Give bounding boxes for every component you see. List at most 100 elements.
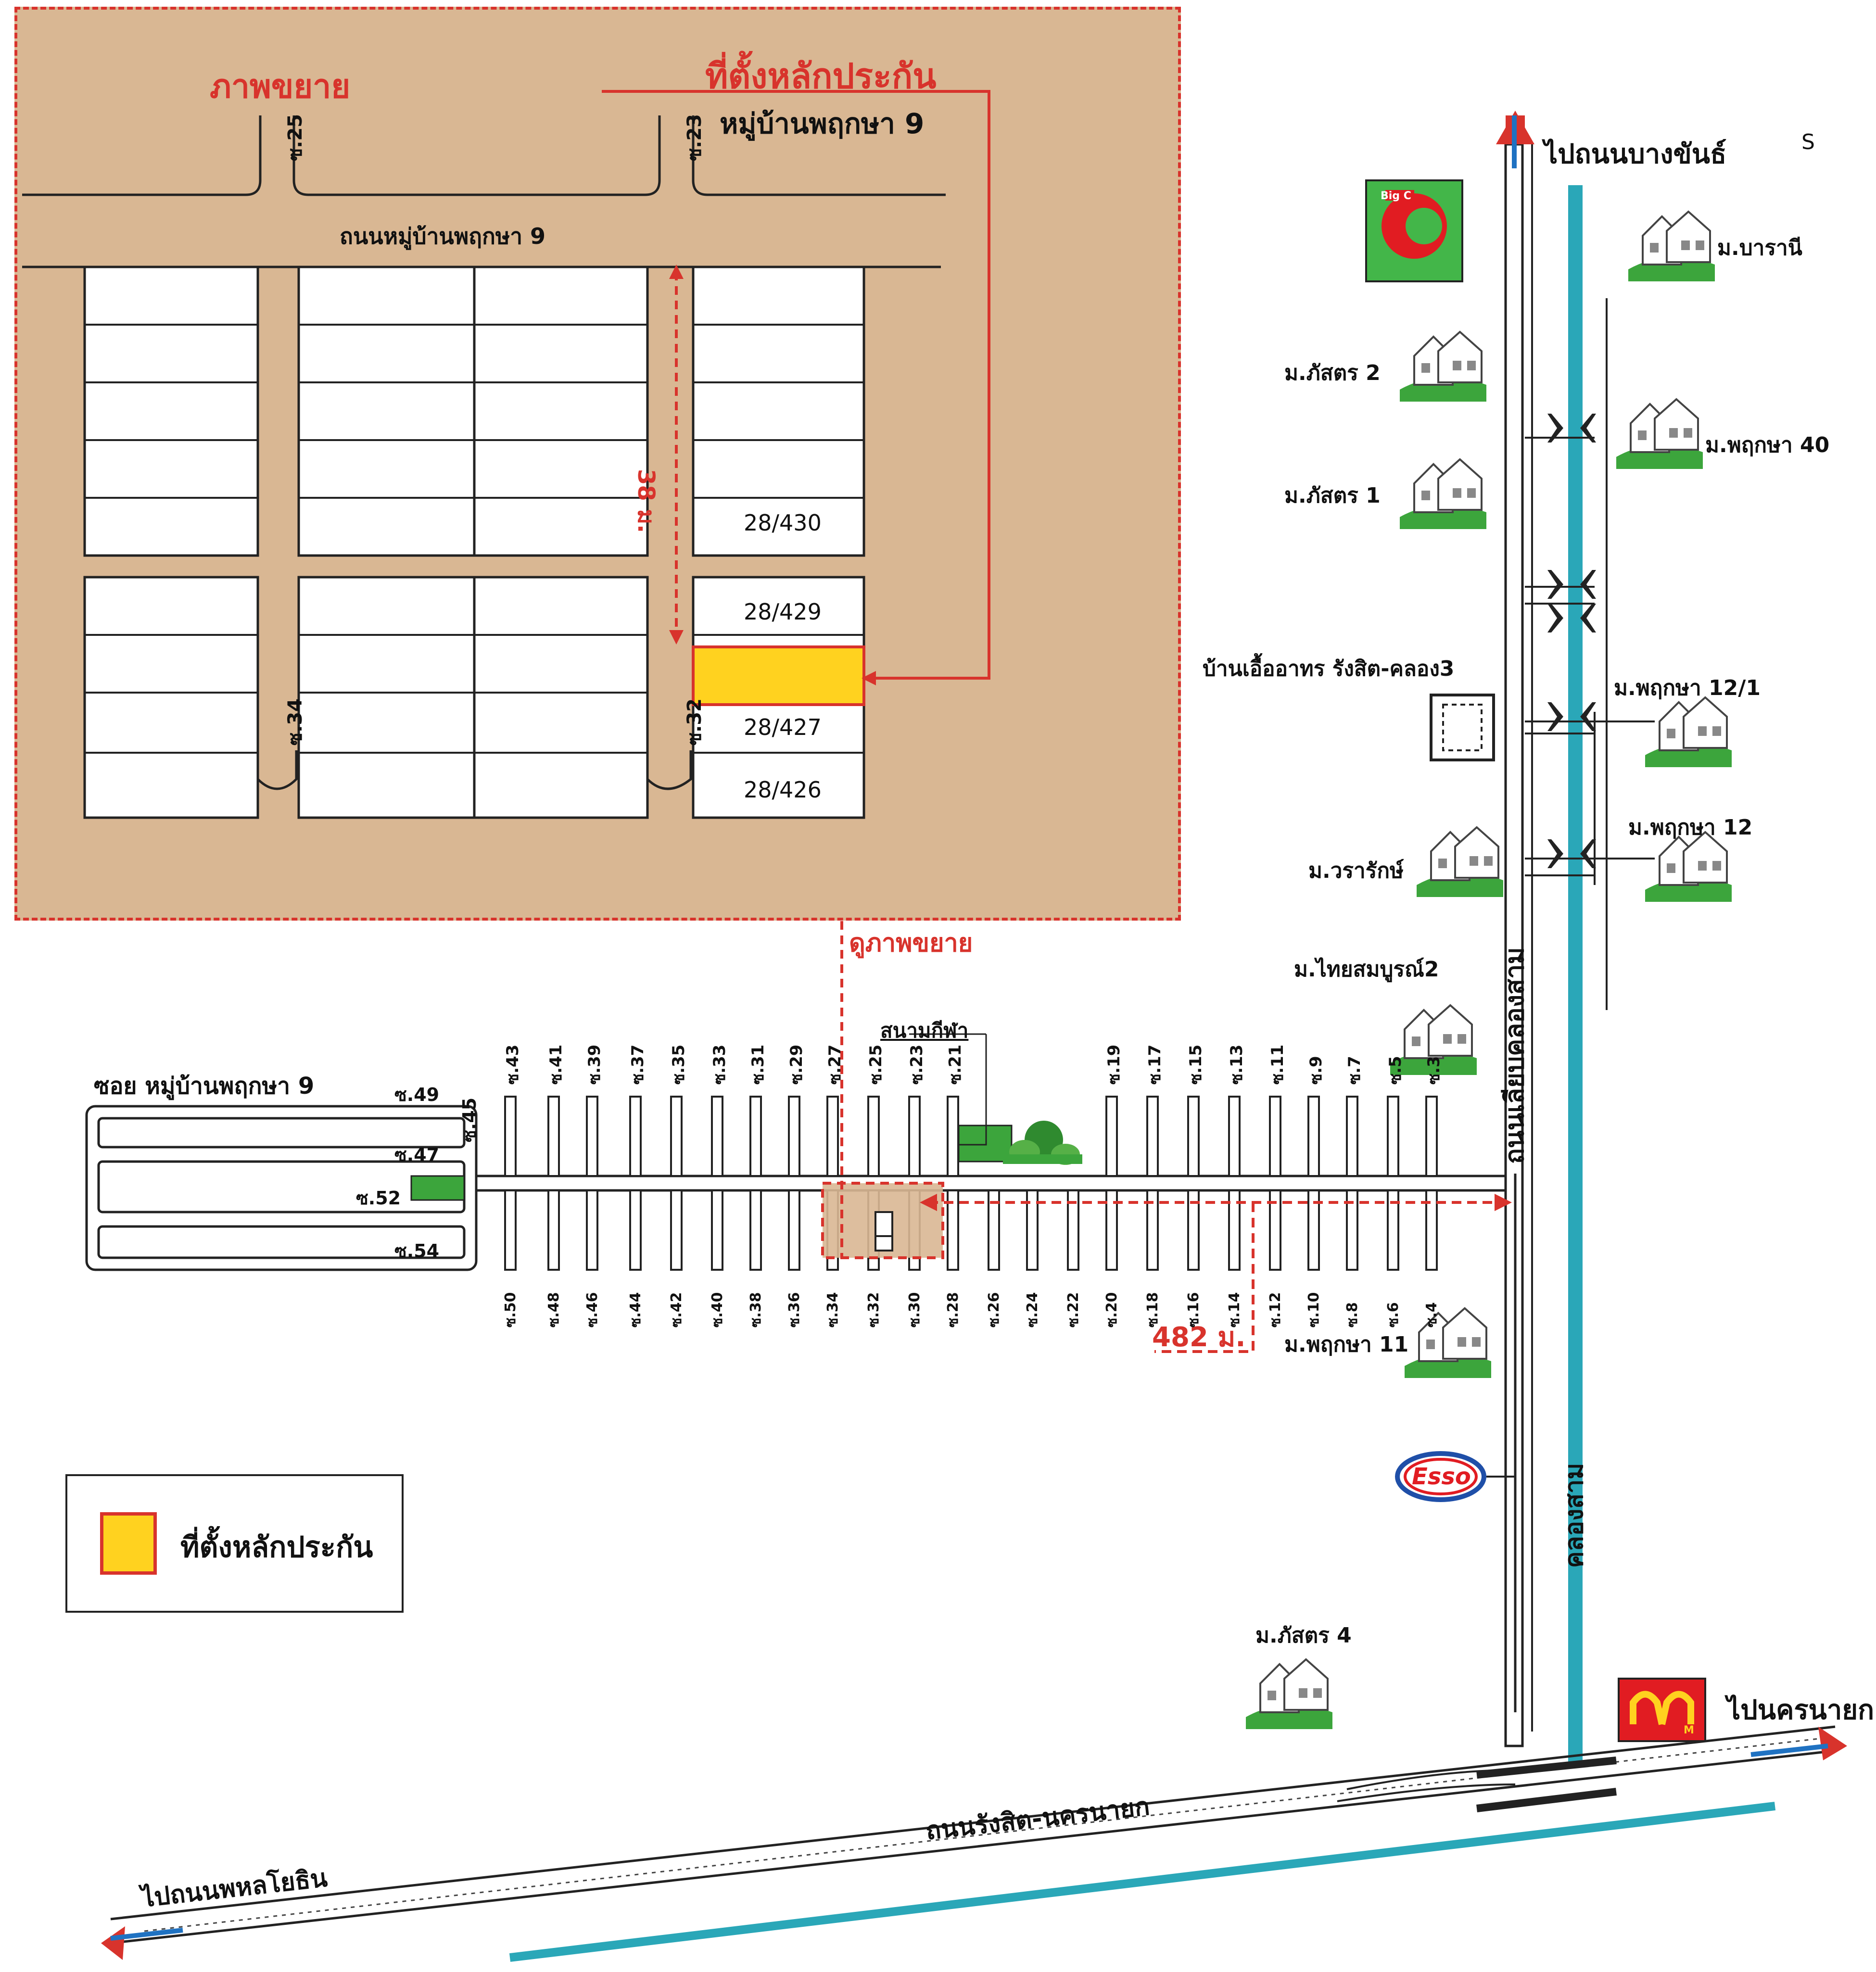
- view-enlarged-label[interactable]: ดูภาพขยาย: [849, 929, 973, 958]
- soi-label-bottom: ซ.8: [1344, 1302, 1361, 1327]
- soi-label-top: ซ.31: [748, 1044, 768, 1085]
- soi-label-top: ซ.41: [546, 1044, 566, 1085]
- soi-label-top: ซ.27: [825, 1044, 845, 1085]
- soi-lane-top: [711, 1096, 723, 1177]
- soi-label-top: ซ.33: [710, 1044, 729, 1085]
- rangsit-road: [101, 1725, 1847, 1962]
- collateral-lot: [692, 645, 865, 706]
- sign-icon: [410, 1175, 465, 1201]
- soi-label-bottom: ซ.20: [1103, 1292, 1120, 1327]
- soi-lane-top: [1187, 1096, 1200, 1177]
- soi-45-label: ซ.45: [459, 1097, 480, 1142]
- soi-label-bottom: ซ.22: [1065, 1292, 1082, 1327]
- soi-label-bottom: ซ.44: [627, 1292, 644, 1327]
- soi-label-bottom: ซ.34: [824, 1292, 841, 1327]
- klong3-road: [1496, 111, 1655, 1763]
- village-icon: [1399, 331, 1487, 403]
- plot-28-430: 28/430: [744, 510, 822, 536]
- soi-52-label: ซ.52: [356, 1188, 401, 1209]
- village-pruksa12: ม.พฤกษา 12: [1628, 815, 1753, 840]
- soi-label-bottom: ซ.50: [502, 1292, 519, 1327]
- inset-title-right: ที่ตั้งหลักประกัน: [705, 56, 937, 96]
- esso-label: Esso: [1412, 1463, 1471, 1490]
- soi-label-top: ซ.25: [866, 1044, 886, 1085]
- klong3-road-label: ถนนเลียบคลองสาม: [1499, 947, 1530, 1164]
- soi-lanes-bottom: [504, 1189, 1438, 1271]
- soi-label-bottom: ซ.16: [1185, 1292, 1202, 1327]
- to-bangkhan-label: ไปถนนบางขันธ์: [1544, 139, 1727, 170]
- soi-label-bottom: ซ.36: [786, 1292, 803, 1327]
- inset-soi-25: ซ.25: [284, 114, 306, 161]
- soi-54-label: ซ.54: [394, 1240, 440, 1262]
- soi-lane-bottom: [586, 1189, 598, 1271]
- soi-lane-bottom: [629, 1189, 642, 1271]
- soi-lane-top: [1346, 1096, 1358, 1177]
- legend-swatch: [100, 1512, 157, 1575]
- to-nakhonnayok-label: ไปนครนายก: [1727, 1694, 1874, 1726]
- plot-28-429: 28/429: [744, 599, 822, 625]
- soi-label-bottom: ซ.6: [1385, 1302, 1402, 1327]
- soi-label-top: ซ.13: [1227, 1044, 1246, 1085]
- soi-label-top: ซ.23: [907, 1044, 926, 1085]
- soi-main-label: ซอย หมู่บ้านพฤกษา 9: [94, 1073, 315, 1100]
- inset-distance: 38 ม.: [633, 469, 659, 533]
- soi-lane-top: [947, 1096, 959, 1177]
- bigc-label: Big C: [1381, 190, 1411, 202]
- soi-label-bottom: ซ.40: [709, 1292, 726, 1327]
- soi-lane-bottom: [547, 1189, 560, 1271]
- soi-label-top: ซ.17: [1145, 1044, 1165, 1085]
- soi-lane-top: [670, 1096, 683, 1177]
- legend-label: ที่ตั้งหลักประกัน: [180, 1530, 373, 1564]
- village-phatthara1: ม.ภัสตร 1: [1284, 483, 1381, 508]
- soi-label-bottom: ซ.42: [668, 1292, 685, 1327]
- soi-label-bottom: ซ.28: [945, 1292, 962, 1327]
- inset-title-left: ภาพขยาย: [210, 68, 351, 106]
- soi-lane-top: [749, 1096, 762, 1177]
- soi-label-bottom: ซ.26: [986, 1292, 1002, 1327]
- soi-label-top: ซ.15: [1186, 1044, 1205, 1085]
- soi-lanes-top: [504, 1096, 1438, 1177]
- village-waraluck: ม.วรารักษ์: [1308, 859, 1404, 883]
- soi-label-bottom: ซ.48: [545, 1292, 562, 1327]
- arrow-right-icon: [1818, 1727, 1847, 1760]
- soi-label-bottom: ซ.14: [1226, 1292, 1243, 1327]
- soi-lane-top: [1307, 1096, 1320, 1177]
- soi-label-top: ซ.29: [787, 1044, 806, 1085]
- village-icon: [1245, 1658, 1333, 1730]
- village-thaisombun2: ม.ไทยสมบูรณ์2: [1294, 957, 1439, 982]
- soi-label-bottom: ซ.18: [1144, 1292, 1161, 1327]
- village-icon: [1627, 211, 1716, 282]
- soi-label-top: ซ.7: [1345, 1056, 1364, 1085]
- village-pruksa40: ม.พฤกษา 40: [1705, 433, 1830, 457]
- inset-soi-34: ซ.34: [284, 698, 306, 746]
- soi-label-top: ซ.39: [585, 1044, 604, 1085]
- inset-soi-32: ซ.32: [684, 698, 706, 746]
- soi-label-bottom: ซ.24: [1024, 1292, 1041, 1327]
- soi-label-bottom: ซ.30: [906, 1292, 923, 1327]
- mcdonalds-logo-icon: [1618, 1678, 1706, 1742]
- inset-village: หมู่บ้านพฤกษา 9: [720, 107, 925, 140]
- stadium-label: สนามกีฬา: [880, 1019, 969, 1042]
- soi-lane-bottom: [749, 1189, 762, 1271]
- soi-lane-top: [867, 1096, 880, 1177]
- inset-road: ถนนหมู่บ้านพฤกษา 9: [340, 223, 546, 249]
- soi-lane-bottom: [711, 1189, 723, 1271]
- soi-lane-top: [1425, 1096, 1438, 1177]
- soi-lane-top: [908, 1096, 921, 1177]
- soi-lane-top: [547, 1096, 560, 1177]
- village-icon: [1644, 696, 1733, 768]
- esso-logo-icon: [1395, 1451, 1515, 1502]
- legend: ที่ตั้งหลักประกัน: [65, 1474, 404, 1613]
- soi-lane-top: [1146, 1096, 1159, 1177]
- inset-map: [22, 90, 990, 819]
- soi-lane-top: [1105, 1096, 1118, 1177]
- soi-lane-top: [629, 1096, 642, 1177]
- soi-label-bottom: ซ.38: [748, 1292, 764, 1327]
- village-pruksa11: ม.พฤกษา 11: [1284, 1332, 1409, 1357]
- soi-label-top: ซ.11: [1268, 1044, 1287, 1085]
- s-mark: S: [1801, 130, 1815, 154]
- soi-lane-top: [504, 1096, 517, 1177]
- soi-lane-top: [788, 1096, 800, 1177]
- soi-label-top: ซ.3: [1424, 1056, 1444, 1085]
- soi-label-top: ซ.5: [1386, 1056, 1405, 1085]
